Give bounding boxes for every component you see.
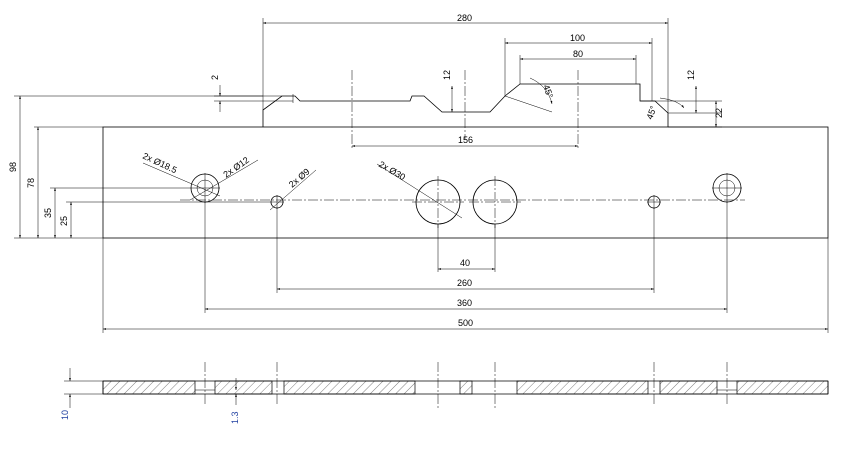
hole-d9-left	[270, 195, 284, 209]
hole-d30-left	[412, 176, 464, 228]
dim-100: 100	[570, 33, 585, 43]
callout-d12: 2x Ø12	[221, 155, 251, 180]
section-hatch-2	[214, 380, 273, 395]
top-view: 280 100 80 156 40 260 360 500	[8, 13, 829, 333]
section-view: 10 1.3	[60, 362, 829, 424]
section-hatch-1	[102, 380, 196, 395]
dim-156: 156	[458, 135, 473, 145]
angle-arc-top	[529, 77, 553, 105]
angle-45-right: 45°	[644, 104, 658, 121]
dim-78: 78	[26, 178, 36, 188]
dim-22: 22	[714, 108, 724, 118]
angle-45-top: 45°	[541, 83, 555, 100]
dim-35: 35	[43, 208, 53, 218]
angle-arc-right	[659, 97, 685, 109]
dim-360: 360	[457, 298, 472, 308]
callout-d18-5: 2x Ø18.5	[141, 151, 178, 176]
dim-98: 98	[8, 162, 18, 172]
dim-280: 280	[457, 13, 472, 23]
hole-d18-5-left	[190, 173, 220, 203]
callout-d30: 2x Ø30	[377, 159, 407, 182]
callout-d9: 2x Ø9	[287, 166, 312, 189]
dim-260: 260	[457, 278, 472, 288]
hole-d9-right	[647, 195, 661, 209]
section-hatch-6	[659, 380, 718, 395]
dim-25: 25	[59, 216, 69, 226]
section-hatch-4	[459, 380, 473, 395]
dim-40: 40	[460, 258, 470, 268]
dim-500: 500	[458, 318, 473, 328]
dim-12-left: 12	[442, 70, 452, 80]
dim-80: 80	[573, 49, 583, 59]
plate-outline	[102, 126, 829, 239]
upper-profile-outline	[262, 83, 669, 127]
section-hatch-7	[736, 380, 829, 395]
section-hatch-3	[283, 380, 416, 395]
dim-2: 2	[210, 75, 220, 80]
dim-10: 10	[60, 410, 70, 420]
dim-1-3: 1.3	[230, 411, 240, 424]
hole-d30-right	[469, 176, 521, 228]
hole-d18-5-right	[712, 173, 742, 203]
section-hatch-5	[516, 380, 649, 395]
dim-12-right: 12	[686, 70, 696, 80]
